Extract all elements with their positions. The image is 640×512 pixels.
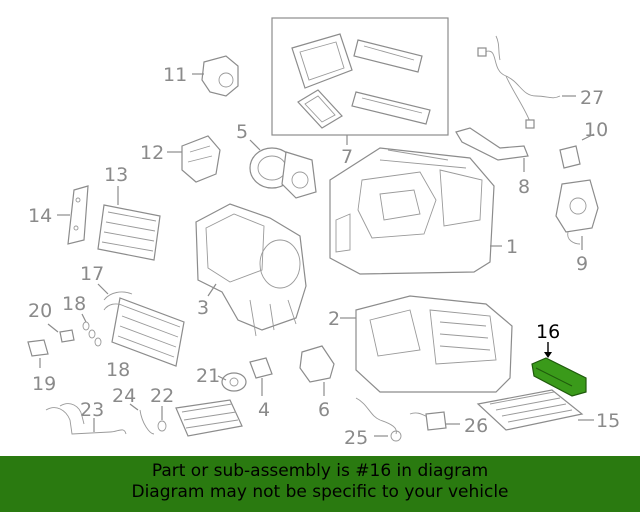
callout-14: 14	[28, 205, 52, 227]
part-9-actuator	[555, 179, 599, 250]
callout-2: 2	[328, 308, 340, 330]
parts-diagram: 1 2 3 4 5 6 7 8 9 10 11 12 13 14 15 16 1…	[27, 17, 620, 449]
part-7-seal-kit	[271, 17, 449, 145]
callout-6: 6	[318, 399, 330, 421]
callout-8: 8	[518, 176, 530, 198]
callout-4: 4	[258, 399, 270, 421]
callout-20: 20	[28, 300, 52, 322]
banner-line-part-number: Part or sub-assembly is #16 in diagram	[151, 461, 489, 481]
callout-11: 11	[163, 64, 187, 86]
callout-26: 26	[464, 415, 488, 437]
part-6-resistor	[299, 345, 335, 396]
callout-18-lower: 18	[106, 359, 130, 381]
part-14-filter-door	[57, 185, 89, 245]
callout-18-upper: 18	[62, 293, 86, 315]
part-17-heater-core	[97, 283, 185, 367]
part-3-blower-housing	[195, 203, 307, 337]
callout-3: 3	[197, 297, 209, 319]
callout-21: 21	[196, 365, 220, 387]
part-24-hose	[129, 403, 155, 435]
callout-15: 15	[596, 410, 620, 432]
part-27-wiring-harness	[477, 35, 576, 129]
callout-13: 13	[104, 164, 128, 186]
part-11-actuator	[192, 55, 239, 97]
callout-17: 17	[80, 263, 104, 285]
callout-25: 25	[344, 427, 368, 449]
callout-16: 16	[536, 321, 560, 343]
callout-12: 12	[140, 142, 164, 164]
part-23-pipes	[45, 403, 127, 435]
notice-banner: Part or sub-assembly is #16 in diagram D…	[0, 456, 640, 512]
part-12-actuator	[167, 135, 221, 183]
banner-line-disclaimer: Diagram may not be specific to your vehi…	[131, 482, 509, 502]
part-21-actuator	[217, 372, 247, 392]
part-25-drain-hose	[355, 397, 402, 442]
callout-23: 23	[80, 399, 104, 421]
callout-1: 1	[506, 236, 518, 258]
callout-10: 10	[584, 119, 608, 141]
part-15-evaporator	[476, 389, 594, 431]
part-16-highlighted	[531, 342, 587, 397]
part-5-blower-motor	[249, 139, 317, 199]
part-20-seal	[47, 323, 75, 343]
callout-5: 5	[236, 121, 248, 143]
part-19-clip	[27, 339, 49, 368]
part-10-sensor	[559, 133, 595, 169]
part-4-bracket	[249, 357, 273, 396]
callout-22: 22	[150, 385, 174, 407]
part-26-sensor	[409, 411, 460, 431]
callout-7: 7	[341, 146, 353, 168]
callout-19: 19	[32, 373, 56, 395]
part-18-o-rings	[81, 313, 102, 347]
part-22-filter	[157, 399, 243, 437]
part-13-cabin-filter	[97, 186, 161, 261]
part-1-hvac-case-upper	[329, 147, 502, 275]
callout-24: 24	[112, 385, 136, 407]
callout-27: 27	[580, 87, 604, 109]
part-2-hvac-case-lower	[340, 295, 513, 393]
callout-9: 9	[576, 253, 588, 275]
part-8-bracket	[455, 127, 529, 172]
